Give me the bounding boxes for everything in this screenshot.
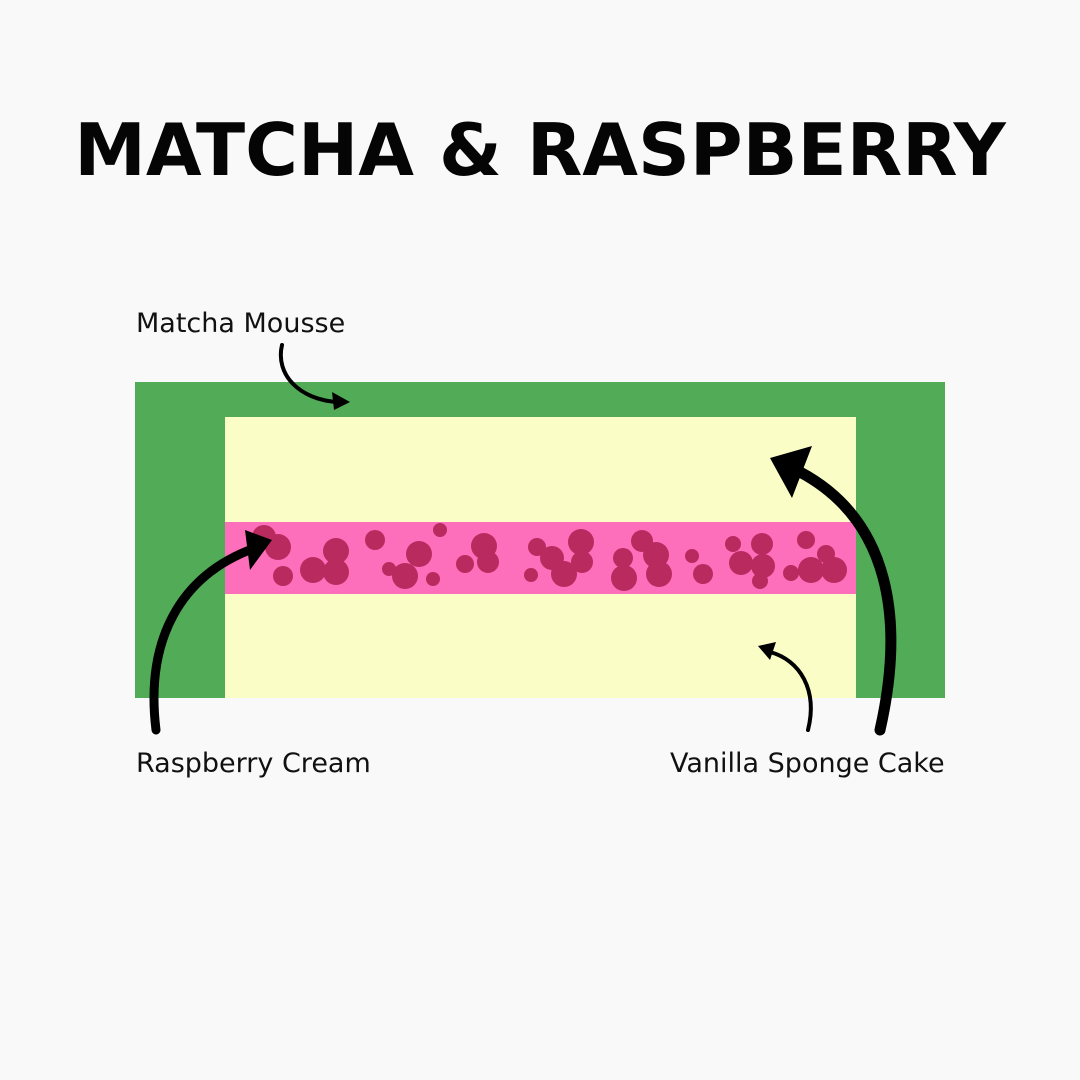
raspberry-piece (693, 564, 713, 584)
raspberry-piece (524, 568, 538, 582)
raspberry-piece (382, 562, 396, 576)
arrowhead-icon (758, 642, 776, 660)
matcha-arrow (278, 343, 340, 404)
raspberry-piece (323, 538, 349, 564)
sponge-large-arrow (794, 466, 897, 736)
raspberry-piece (456, 555, 474, 573)
raspberry-piece (821, 557, 847, 583)
raspberry-piece (685, 549, 699, 563)
raspberry-piece (300, 557, 326, 583)
raspberry-piece (323, 559, 349, 585)
raspberry-piece (729, 551, 753, 575)
raspberry-piece (798, 557, 824, 583)
raspberry-piece (568, 529, 594, 555)
raspberry-piece (751, 554, 775, 578)
raspberry-piece (551, 561, 577, 587)
raspberry-piece (406, 541, 432, 567)
raspberry-piece (646, 561, 672, 587)
raspberry-piece (571, 551, 593, 573)
label-matcha-mousse: Matcha Mousse (136, 308, 346, 339)
raspberry-piece (783, 565, 799, 581)
raspberry-piece (365, 530, 385, 550)
raspberry-piece (477, 551, 499, 573)
raspberry-piece (725, 536, 741, 552)
raspberry-piece (273, 566, 293, 586)
arrowhead-icon (770, 446, 812, 498)
raspberry-piece (613, 548, 633, 568)
label-raspberry-cream: Raspberry Cream (136, 748, 371, 779)
arrowhead-icon (245, 530, 272, 570)
raspberry-piece (797, 531, 815, 549)
raspberry-piece (392, 563, 418, 589)
raspberry-piece (433, 523, 447, 537)
raspberry-piece (611, 565, 637, 591)
diagram-title: MATCHA & RASPBERRY (74, 108, 1006, 192)
raspberry-piece (751, 533, 773, 555)
raspberry-piece (426, 572, 440, 586)
arrowhead-icon (332, 392, 350, 410)
raspberry-arrow (149, 543, 260, 735)
raspberry-piece (528, 538, 546, 556)
raspberry-piece (752, 573, 768, 589)
label-vanilla-sponge: Vanilla Sponge Cake (670, 748, 945, 779)
raspberry-pieces (252, 523, 847, 591)
sponge-small-arrow (768, 650, 813, 732)
raspberry-piece (265, 534, 291, 560)
